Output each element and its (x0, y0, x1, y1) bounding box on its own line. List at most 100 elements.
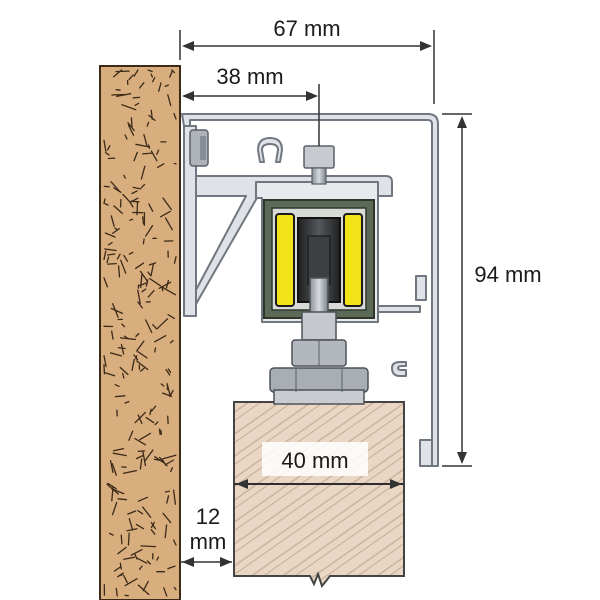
wall-speckle (133, 69, 139, 77)
wall-speckle (128, 251, 134, 255)
wall-speckle (122, 574, 128, 584)
wall-speckle (137, 351, 148, 359)
wall-speckle (164, 524, 168, 539)
wall-speckle (103, 198, 106, 204)
wall-speckle (154, 335, 167, 343)
wall-speckle (169, 70, 174, 78)
wall-speckle (142, 580, 149, 592)
rail-wall-plate (183, 125, 197, 317)
wall-speckle (170, 467, 174, 473)
wall-speckle (137, 584, 150, 596)
wall-speckle (135, 332, 140, 338)
dim-67-arrow-right (420, 41, 432, 51)
wall-speckle (146, 560, 151, 565)
dim-40-arrow-left (236, 479, 248, 489)
wall-speckle (120, 343, 125, 355)
wall-speckle (144, 449, 154, 462)
wall-speckle (156, 163, 165, 169)
wall-speckle (158, 456, 168, 467)
wall-speckle (148, 277, 162, 287)
wall-speckle (124, 578, 138, 587)
wall-speckle (115, 587, 118, 597)
wall-speckle (148, 203, 154, 212)
wall (99, 65, 181, 600)
door-leaf (233, 401, 405, 589)
wall-speckle (131, 197, 139, 202)
wall-speckle (136, 557, 148, 564)
wall-speckle (112, 447, 125, 452)
wall-speckle (104, 248, 117, 252)
wall-speckle (139, 367, 145, 372)
wall-speckle (133, 151, 138, 162)
wall-speckle (137, 496, 149, 502)
wall-speckle (173, 586, 177, 591)
wall-speckle (135, 523, 145, 530)
wall-speckle (106, 256, 110, 264)
wall-speckle (147, 144, 151, 149)
wall-speckle (127, 532, 130, 546)
wall-speckle (111, 93, 125, 96)
hanger-bolt-assembly (269, 277, 369, 405)
wall-speckle (136, 340, 145, 352)
wall-texture (103, 69, 177, 597)
wall-speckle (138, 82, 145, 89)
dim-67-arrow-left (182, 41, 194, 51)
wall-speckle (142, 238, 145, 245)
wall-speckle (107, 482, 117, 490)
wall-screw-head (189, 129, 209, 167)
wall-speckle (151, 77, 156, 83)
dim-label-door-thickness: 40 mm (281, 448, 348, 473)
wall-speckle (121, 323, 126, 328)
wall-speckle (127, 510, 137, 515)
wall-speckle (130, 116, 133, 128)
wall-speckle (106, 145, 111, 151)
wall-speckle (152, 324, 158, 330)
wall-speckle (112, 452, 127, 457)
wall-speckle (108, 532, 114, 536)
wall-speckle (115, 70, 130, 73)
wall-speckle (117, 265, 121, 278)
dim-40-arrow-right (390, 479, 402, 489)
wall-speckle (164, 84, 169, 88)
wall-speckle (113, 205, 123, 215)
door-label-bg (262, 442, 368, 476)
wall-speckle (131, 358, 135, 371)
wall-speckle (173, 112, 177, 120)
dim-label-gap-value: 12 (196, 504, 220, 529)
wall-speckle (140, 545, 157, 548)
wall-speckle (158, 82, 162, 92)
wall-speckle (137, 450, 146, 453)
wall-speckle (104, 372, 116, 377)
dim-38-arrow-right (306, 91, 318, 101)
wall-speckle (147, 289, 155, 298)
wall-speckle (129, 201, 134, 208)
wall-speckle (123, 556, 135, 560)
dim-12-arrow-right (220, 557, 232, 567)
door-panel (233, 401, 405, 589)
wall-speckle (136, 509, 144, 515)
wall-speckle (132, 186, 142, 190)
wall-speckle (147, 271, 152, 276)
wall-speckle (136, 360, 149, 371)
wall-speckle (156, 556, 160, 561)
wall-speckle (127, 122, 135, 132)
roller-hub (307, 235, 331, 285)
wall-speckle (117, 498, 128, 501)
wall-speckle (163, 587, 168, 597)
wall-speckle (135, 454, 144, 460)
wall-speckle (150, 73, 154, 78)
wall-speckle (134, 411, 147, 424)
wall-speckle (166, 495, 170, 504)
wall-speckle (142, 152, 154, 155)
guide-wheel-left (275, 213, 295, 307)
wall-speckle (137, 289, 141, 305)
wall-speckle (148, 114, 156, 122)
wall-speckle (128, 74, 134, 81)
wall-speckle (129, 218, 134, 221)
wall-speckle (114, 395, 126, 398)
wall-speckle (115, 89, 121, 91)
wall-speckle (138, 281, 148, 287)
wall-speckle (173, 539, 177, 546)
wall-speckle (103, 355, 107, 368)
